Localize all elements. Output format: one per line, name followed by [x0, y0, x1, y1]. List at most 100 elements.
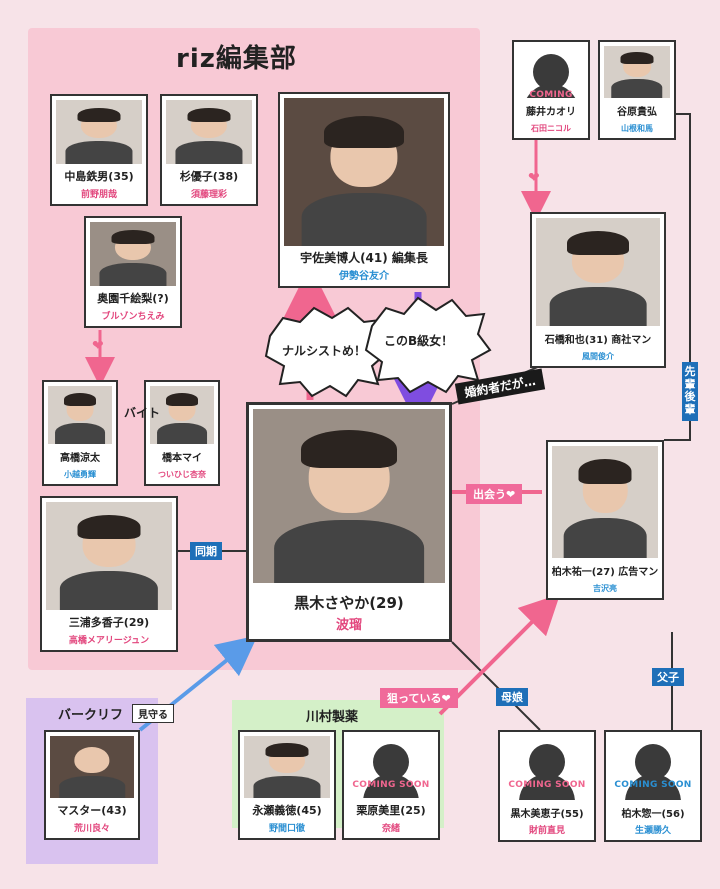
- actor-name: 山根和馬: [621, 124, 653, 133]
- hair-shape: [265, 743, 309, 758]
- actor-name: ブルゾンちえみ: [101, 312, 165, 322]
- actor-name: 荒川良々: [73, 824, 110, 834]
- body-shape: [175, 140, 243, 164]
- character-name: 高橋涼太: [60, 453, 100, 464]
- b-class-burst: [364, 296, 492, 394]
- character-card-kuroki-mieko: COMING SOON 黒木美恵子(55) 財前直見: [498, 730, 596, 842]
- coming-soon-text: COMING SOON: [614, 780, 692, 790]
- actor-name: 波瑠: [335, 618, 362, 633]
- actor-name: 奈緒: [381, 824, 400, 834]
- character-card-okuzono: 奥園千絵梨(?) ブルゾンちえみ: [84, 216, 182, 328]
- actor-name: 石田ニコル: [531, 124, 571, 133]
- heart-icon: ❤: [92, 338, 104, 354]
- character-name: 石橋和也(31) 商社マン: [544, 335, 652, 346]
- character-card-sayaka: 黒木さやか(29) 波瑠: [246, 402, 452, 642]
- hair-shape: [620, 52, 654, 64]
- actor-name: 野間口徹: [268, 824, 305, 834]
- photo: [46, 502, 172, 610]
- photo: COMING SOON: [610, 736, 696, 800]
- character-name: 三浦多香子(29): [68, 616, 150, 629]
- photo: COMING SOON: [518, 46, 584, 98]
- character-card-kurihara: COMING SOON 栗原美里(25) 奈緒: [342, 730, 440, 840]
- body-shape: [55, 423, 105, 444]
- hair-shape: [578, 459, 632, 485]
- body-shape: [301, 192, 427, 246]
- character-card-sugi: 杉優子(38) 須藤理彩: [160, 94, 258, 206]
- hair-shape: [324, 115, 404, 149]
- character-card-kashiwagi-soichi: COMING SOON 柏木惣一(56) 生瀬勝久: [604, 730, 702, 842]
- character-name: 中島鉄男(35): [64, 170, 134, 183]
- character-card-master: マスター(43) 荒川良々: [44, 730, 140, 840]
- character-card-ishibashi: 石橋和也(31) 商社マン 風間俊介: [530, 212, 666, 368]
- senpai-line: [664, 113, 691, 441]
- body-shape: [274, 520, 424, 583]
- character-name: マスター(43): [57, 804, 127, 817]
- hair-shape: [64, 392, 96, 406]
- body-shape: [99, 262, 167, 286]
- photo: [244, 736, 330, 798]
- actor-name: 吉沢亮: [593, 584, 617, 593]
- hair-shape: [77, 107, 121, 122]
- barklift-group-title: バークリフ: [58, 708, 124, 723]
- nerai-label: 狙っている❤: [380, 688, 458, 708]
- character-name: 栗原美里(25): [356, 804, 426, 817]
- arbeit-label: バイト: [124, 406, 161, 420]
- hair-shape: [301, 429, 397, 469]
- hair-shape: [111, 229, 155, 244]
- coming-soon-text: COMING SOON: [529, 90, 573, 98]
- body-shape: [59, 571, 159, 610]
- character-name: 橋本マイ: [162, 453, 202, 464]
- character-card-takahashi: 高橋涼太 小越勇輝: [42, 380, 118, 486]
- character-name: 谷原貴弘: [617, 107, 657, 118]
- character-name: 藤井カオリ: [526, 107, 576, 118]
- character-card-kashiwagi: 柏木祐一(27) 広告マン 吉沢亮: [546, 440, 664, 600]
- character-name: 宇佐美博人(41) 編集長: [300, 251, 428, 265]
- hair-shape: [187, 107, 231, 122]
- actor-name: 前野朋哉: [80, 190, 117, 200]
- actor-name: 財前直見: [528, 826, 565, 836]
- kawamura-group-title: 川村製薬: [306, 710, 359, 725]
- narcissist-label: ナルシストめ！: [282, 344, 367, 358]
- body-shape: [549, 287, 647, 326]
- character-name: 柏木祐一(27) 広告マン: [551, 567, 659, 578]
- head-shape: [74, 747, 110, 774]
- photo: [253, 409, 445, 583]
- boshi-line: [451, 641, 541, 731]
- character-name: 黒木さやか(29): [294, 594, 404, 612]
- coming-soon-text: COMING SOON: [508, 780, 586, 790]
- photo: [50, 736, 134, 798]
- mimamoru-label: 見守る: [132, 704, 174, 723]
- character-card-hashimoto: 橋本マイ ついひじ杏奈: [144, 380, 220, 486]
- hair-shape: [166, 392, 198, 406]
- photo: COMING SOON: [504, 736, 590, 800]
- character-name: 柏木惣一(56): [621, 809, 685, 820]
- character-name: 奥園千絵梨(?): [97, 292, 169, 305]
- body-shape: [611, 79, 663, 98]
- actor-name: ついひじ杏奈: [158, 470, 206, 479]
- body-shape: [253, 775, 321, 798]
- hair-shape: [567, 230, 629, 255]
- body-shape: [65, 140, 133, 164]
- photo: [284, 98, 444, 246]
- actor-name: 高橋メアリージュン: [68, 636, 150, 646]
- character-card-nakajima: 中島鉄男(35) 前野朋哉: [50, 94, 148, 206]
- photo: [56, 100, 142, 164]
- hair-shape: [77, 514, 141, 539]
- character-card-usami: 宇佐美博人(41) 編集長 伊勢谷友介: [278, 92, 450, 288]
- photo: [604, 46, 670, 98]
- photo: [48, 386, 112, 444]
- boshi-label: 母娘: [496, 688, 528, 706]
- douki-label: 同期: [190, 542, 222, 560]
- character-name: 黒木美恵子(55): [510, 809, 584, 820]
- actor-name: 生瀬勝久: [634, 826, 671, 836]
- character-card-fujii: COMING SOON 藤井カオリ 石田ニコル: [512, 40, 590, 140]
- character-card-tanihara: 谷原貴弘 山根和馬: [598, 40, 676, 140]
- actor-name: 須藤理彩: [190, 190, 227, 200]
- heart-icon: ❤: [528, 170, 540, 186]
- character-card-nagase: 永瀬義徳(45) 野間口徹: [238, 730, 336, 840]
- character-card-miura: 三浦多香子(29) 高橋メアリージュン: [40, 496, 178, 652]
- photo: [166, 100, 252, 164]
- riz-group-title: riz編集部: [176, 44, 297, 74]
